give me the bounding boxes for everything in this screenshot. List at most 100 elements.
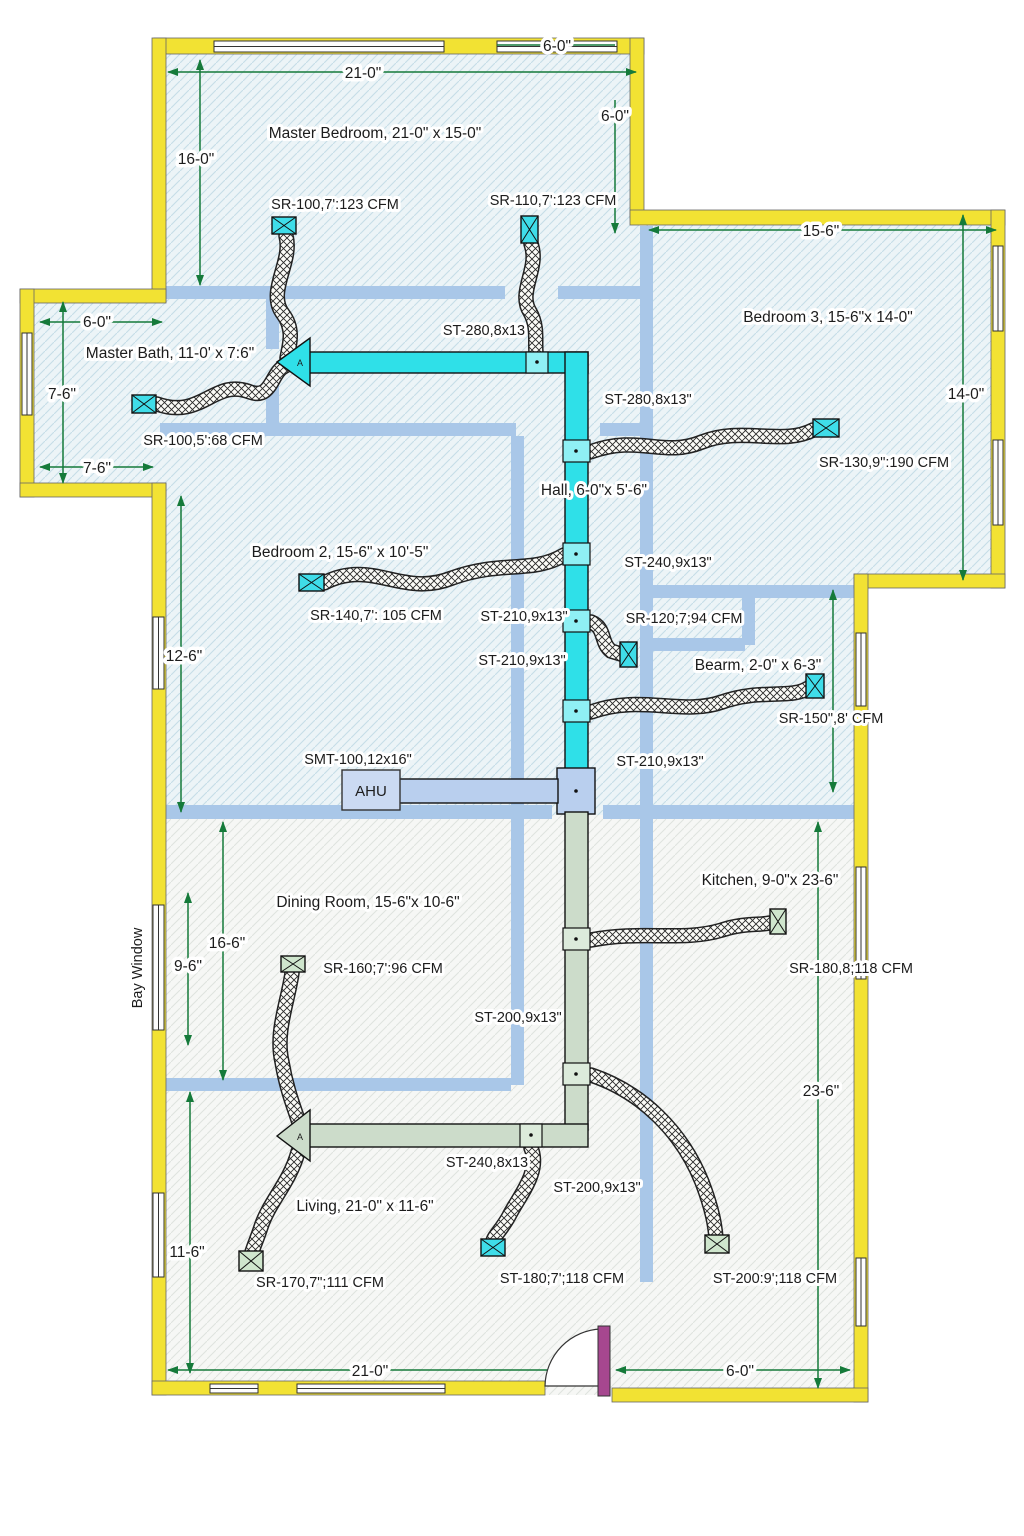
dim-6-0-bottom: 6-0" — [726, 1363, 754, 1380]
duct-label-st240: ST-240,9x13" — [624, 555, 711, 571]
room-label-kitchen: Kitchen, 9-0"x 23-6" — [702, 872, 839, 889]
supply-trunk — [275, 336, 596, 815]
label-sr110: SR-110,7':123 CFM — [490, 193, 617, 209]
window-left-bedroom2 — [152, 616, 165, 690]
flex-sr100 — [269, 228, 298, 366]
label-sr100-bath: SR-100,5':68 CFM — [143, 433, 263, 449]
register-bath — [131, 394, 157, 414]
room-label-beam: Bearm, 2-0" x 6-3" — [695, 657, 821, 674]
wall-beam-v — [742, 585, 755, 645]
window-kitchen-right-1 — [855, 866, 867, 980]
dim-21-0-bottom: 21-0" — [352, 1363, 389, 1380]
wall-hall-top — [600, 423, 653, 436]
lower-floor-area — [160, 815, 860, 1395]
wall-bath-bottom — [160, 423, 516, 436]
label-sr150: SR-150",8' CFM — [779, 711, 884, 727]
dim-16-6: 16-6" — [209, 935, 246, 952]
wall-beam-h — [653, 638, 745, 651]
window-br3-right-2 — [992, 439, 1004, 526]
register-sr130 — [812, 418, 840, 438]
dim-21-0-top: 21-0" — [345, 65, 382, 82]
dim-12-6: 12-6" — [166, 648, 203, 665]
ahu-box — [341, 769, 401, 811]
wall-bath-bottom-ext — [19, 482, 167, 498]
trunk-horizontal-lower — [307, 1123, 589, 1148]
flex-sr170 — [243, 1144, 306, 1264]
label-sr170: SR-170,7";111 CFM — [256, 1275, 384, 1291]
labels: Master Bedroom, 21-0" x 15-0" Master Bat… — [45, 35, 988, 1384]
duct-label-st210-1: ST-210,9x13" — [480, 609, 567, 625]
room-label-living: Living, 21-0" x 11-6" — [296, 1198, 433, 1215]
label-st180: ST-180;7';118 CFM — [500, 1271, 624, 1287]
duct-label-st200-low: ST-200,9x13" — [553, 1180, 640, 1196]
room-label-master-bath: Master Bath, 11-0' x 7:6" — [86, 345, 254, 362]
register-sr100 — [271, 216, 297, 235]
flex-sr150 — [583, 679, 818, 720]
window-bottom-2 — [296, 1383, 446, 1394]
dim-15-6: 15-6" — [803, 223, 840, 240]
label-sr140: SR-140,7': 105 CFM — [310, 608, 442, 624]
dim-23-6: 23-6" — [803, 1083, 840, 1100]
duct-label-st200-mid: ST-200,9x13" — [474, 1010, 561, 1026]
wall-bath-top — [19, 288, 167, 304]
register-st180 — [480, 1238, 506, 1257]
dim-11-6: 11-6" — [169, 1244, 204, 1261]
window-bath-left — [21, 332, 33, 416]
flex-st180 — [485, 1140, 542, 1249]
wall-mbr-bottom-right — [558, 286, 640, 299]
duct-label-st210-2: ST-210,9x13" — [478, 653, 565, 669]
wall-mbr-right — [629, 37, 645, 219]
register-sr140 — [298, 573, 325, 592]
dim-bath-6-0: 6-0" — [83, 314, 111, 331]
flex-sr180 — [583, 914, 782, 948]
dim-14-0: 14-0" — [948, 386, 985, 403]
wall-mid-separator-right — [603, 805, 862, 819]
ahu-label: AHU — [355, 783, 387, 800]
register-sr170 — [238, 1250, 264, 1272]
duct-label-st280-right: ST-280,8x13" — [604, 392, 691, 408]
flex-st200 — [583, 1067, 724, 1246]
dim-bath-7-6-h: 7-6" — [83, 460, 111, 477]
duct-label-smt100: SMT-100,12x16" — [304, 752, 412, 768]
window-bay-1 — [152, 904, 165, 1031]
window-bay-2 — [152, 1192, 165, 1278]
dim-6-0-v: 6-0" — [601, 108, 629, 125]
entry-door — [544, 1325, 611, 1397]
label-sr130: SR-130,9":190 CFM — [819, 455, 949, 471]
register-sr160 — [280, 955, 306, 973]
window-bottom-1 — [209, 1383, 259, 1394]
flex-sr160 — [272, 965, 308, 1134]
duct-label-st280-left: ST-280,8x13 — [443, 323, 525, 339]
room-label-bedroom3: Bedroom 3, 15-6"x 14-0" — [743, 309, 913, 326]
wall-bedroom2-right — [511, 436, 524, 1085]
flex-sr110 — [518, 236, 544, 360]
room-label-dining: Dining Room, 15-6"x 10-6" — [276, 894, 459, 911]
wall-hall-right — [640, 226, 653, 1282]
trunk-arrow-a-lower — [275, 1108, 311, 1163]
door-panel — [597, 1325, 611, 1397]
wall-bottom-right — [611, 1387, 869, 1403]
label-sr160: SR-160;7':96 CFM — [323, 961, 443, 977]
flex-sr130 — [582, 422, 821, 460]
flex-bath — [149, 358, 293, 416]
window-top-1 — [213, 40, 445, 53]
wall-mbr-bottom — [160, 286, 505, 299]
dimension-lines — [39, 44, 997, 1389]
flex-sr140 — [316, 547, 572, 592]
register-sr150 — [805, 673, 825, 699]
wall-step — [853, 573, 1006, 589]
register-sr180 — [769, 908, 787, 935]
wall-dining-living — [160, 1078, 511, 1091]
trunk-arrow-letter-lower: A — [297, 1132, 303, 1142]
flex-sr120 — [583, 614, 632, 663]
window-beam-right — [855, 632, 867, 707]
windows — [21, 40, 1004, 1394]
register-sr110 — [520, 215, 539, 244]
dim-9-6: 9-6" — [174, 958, 202, 975]
lower-trunk — [275, 811, 591, 1163]
label-st200-reg: ST-200:9';118 CFM — [713, 1271, 837, 1287]
dim-bath-7-6-v: 7-6" — [48, 386, 76, 403]
room-label-master-bedroom: Master Bedroom, 21-0" x 15-0" — [269, 125, 482, 142]
